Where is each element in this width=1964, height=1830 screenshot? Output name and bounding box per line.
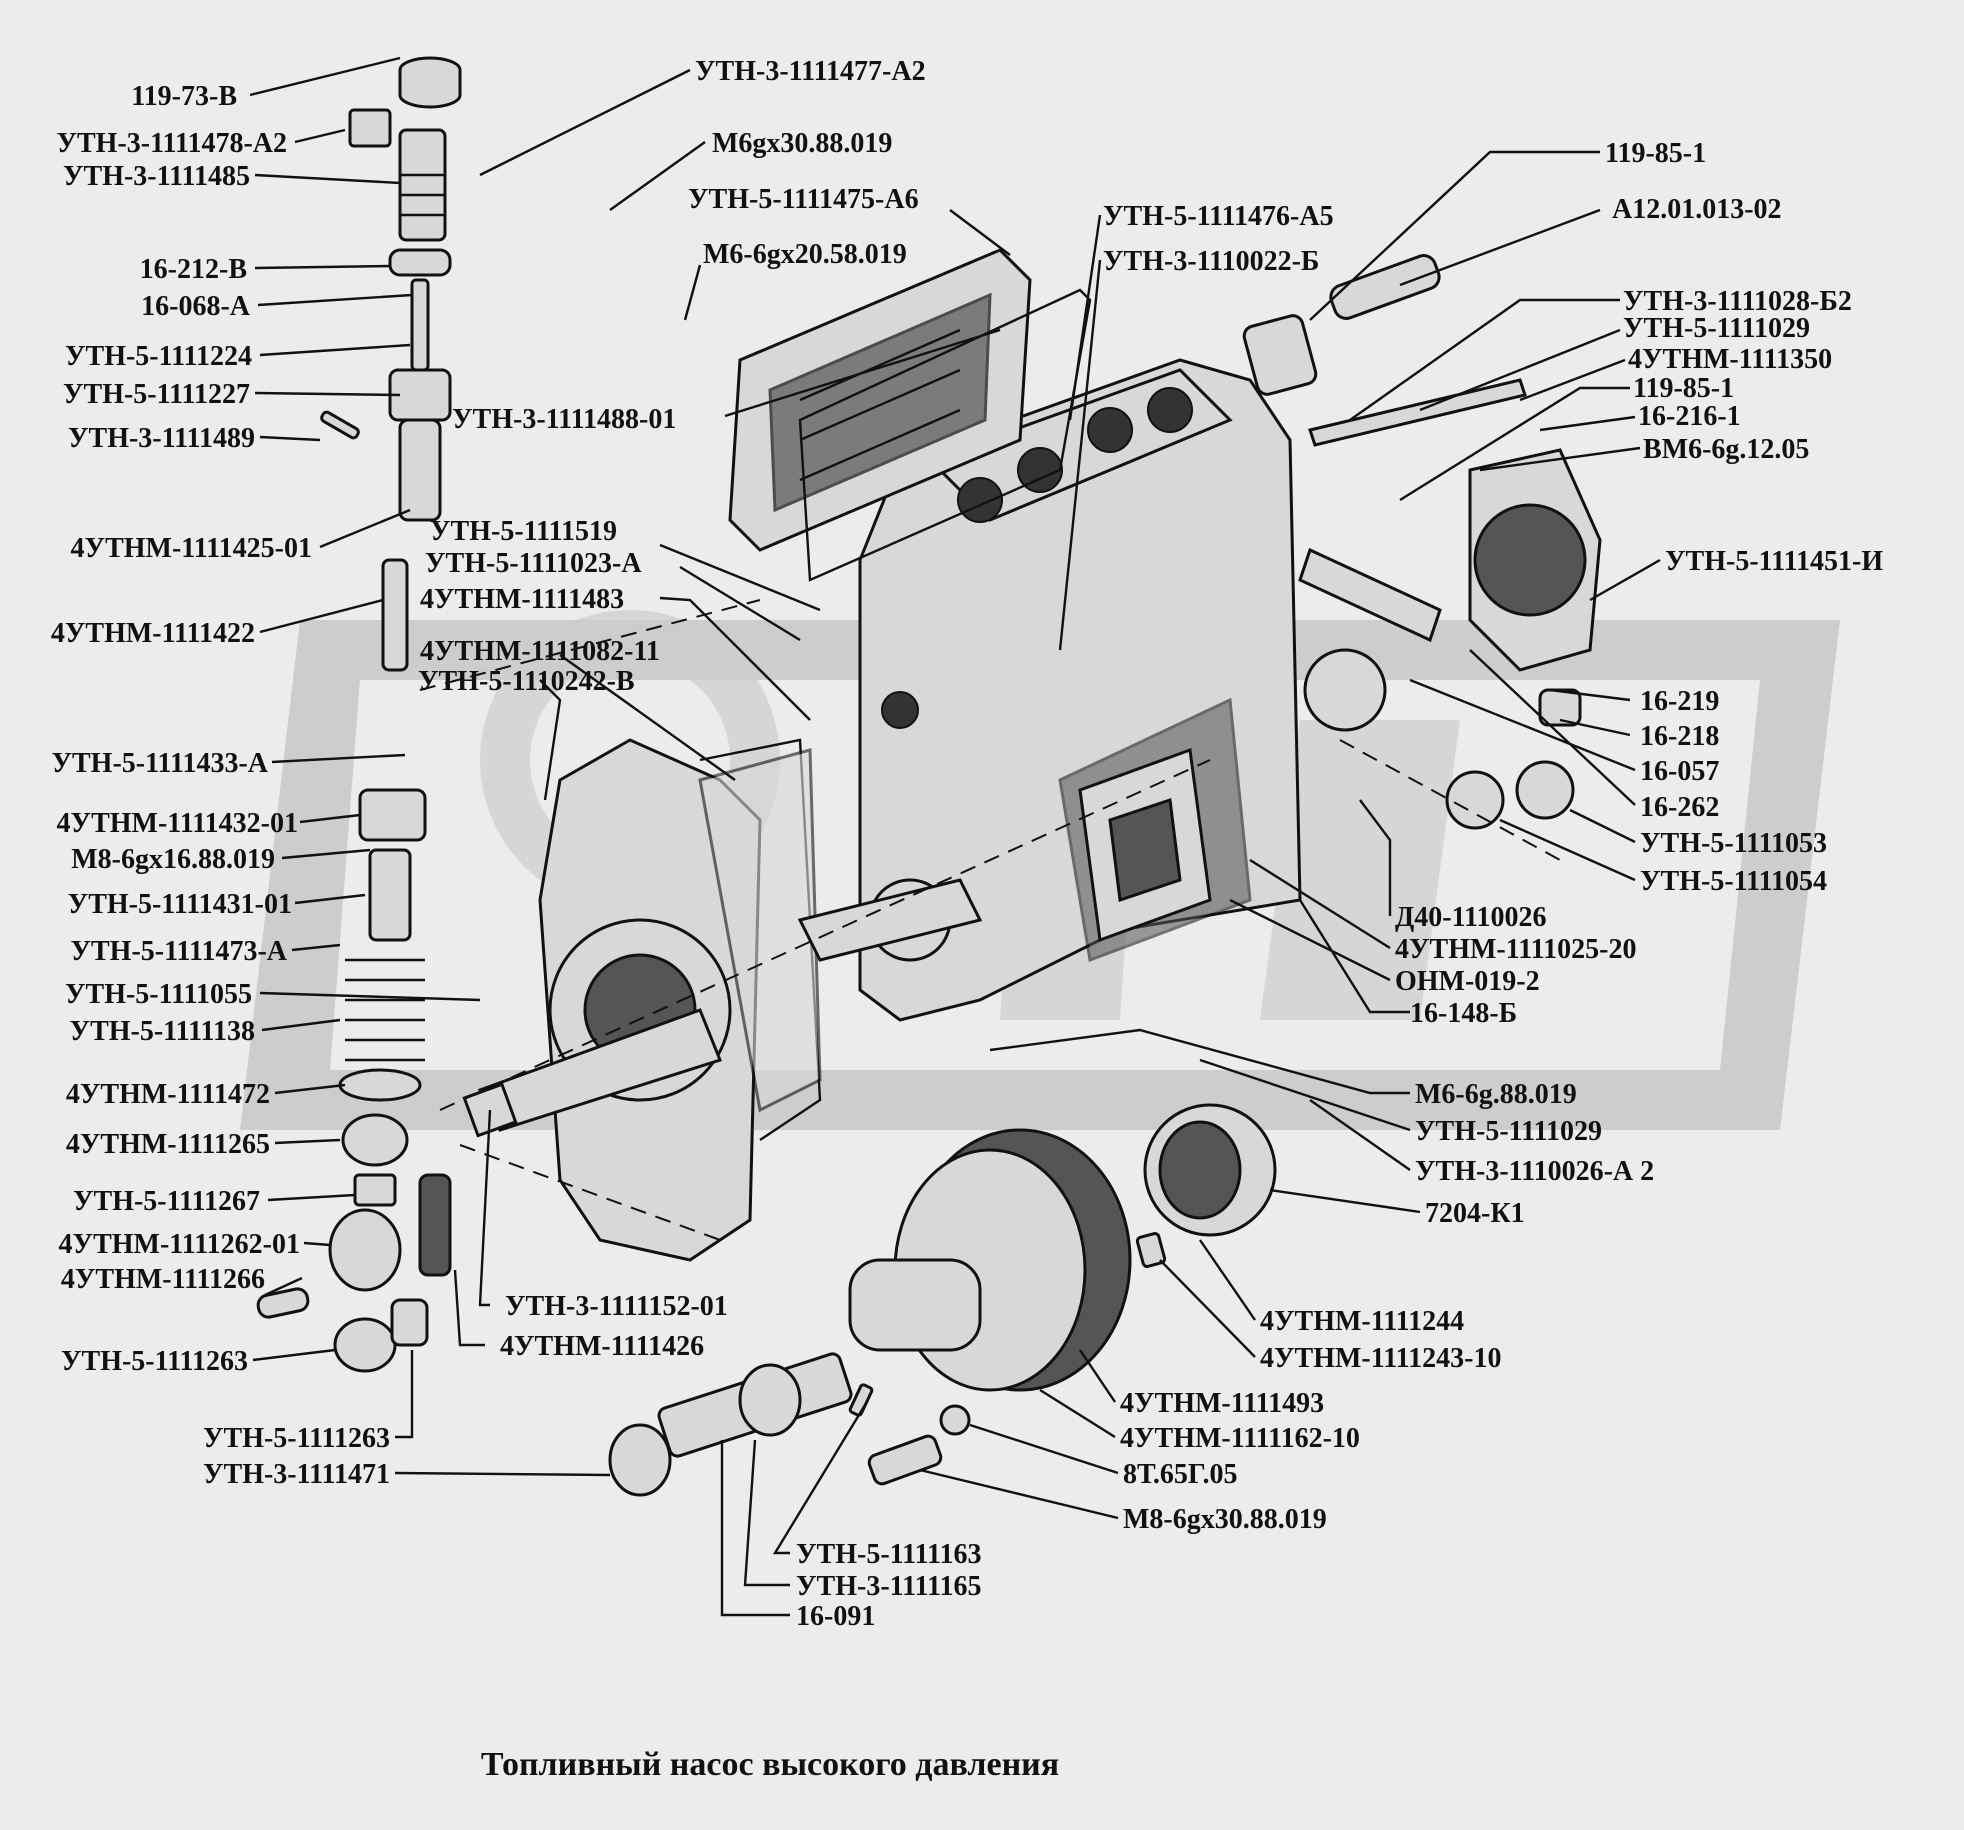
leader-lines [249,56,1661,1617]
part-label: УТН-5-1111055 [65,979,252,1010]
part-label: 4УТНМ-1111266 [61,1264,265,1295]
part-label: 4УТНМ-1111262-01 [59,1229,300,1260]
part-label: УТН-5-1111163 [796,1539,981,1570]
part-label: УТН-3-1111488-01 [452,404,676,435]
part-label: УТН-5-1111451-И [1665,546,1883,577]
part-label: 4УТНМ-1111425-01 [71,533,312,564]
part-label: М6-6gх20.58.019 [703,239,907,270]
part-label: УТН-5-1111263 [203,1423,390,1454]
drive-assembly [608,1103,1277,1497]
part-label: УТН-5-1111224 [65,341,252,372]
part-label: УТН-3-1111478-А2 [56,128,287,159]
part-label: УТН-5-1111054 [1640,866,1827,897]
part-label: УТН-5-1110242-В [418,666,635,697]
part-label: 16-212-В [140,254,247,285]
part-label: 119-85-1 [1605,138,1706,169]
part-label: 16-148-Б [1410,998,1517,1029]
part-label: 119-85-1 [1633,373,1734,404]
part-label: М8-6gх16.88.019 [71,844,275,875]
part-label: УТН-5-1111023-А [425,548,642,579]
part-label: 4УТНМ-1111426 [500,1331,704,1362]
camshaft [462,878,983,1138]
part-label: УТН-5-1111473-А [70,936,287,967]
part-label: УТН-5-1111053 [1640,828,1827,859]
part-label: 4УТНМ-1111265 [66,1129,270,1160]
part-label: 4УТНМ-1111493 [1120,1388,1324,1419]
part-label: УТН-5-1111029 [1415,1116,1602,1147]
part-label: М6-6g.88.019 [1415,1079,1577,1110]
part-label: 8Т.65Г.05 [1123,1459,1238,1490]
part-label: УТН-5-1111029 [1623,313,1810,344]
part-label: 4УТНМ-1111350 [1628,344,1832,375]
right-parts [1242,254,1602,830]
part-label: УТН-5-1111267 [73,1186,260,1217]
part-label: М6gх30.88.019 [712,128,892,159]
part-label: УТН-3-1111489 [68,423,255,454]
part-label: 4УТНМ-1111162-10 [1120,1423,1360,1454]
part-label: А12.01.013-02 [1612,194,1782,225]
part-label: 4УТНМ-1111025-20 [1395,934,1636,965]
part-label: 16-216-1 [1638,401,1741,432]
part-label: 16-218 [1640,721,1719,752]
part-label: 4УТНМ-1111422 [51,618,255,649]
part-label: УТН-5-1111476-А5 [1103,201,1334,232]
part-label: Д40-1110026 [1395,902,1547,933]
part-label: 4УТНМ-1111243-10 [1260,1343,1501,1374]
part-label: М8-6gх30.88.019 [1123,1504,1327,1535]
part-label: 7204-К1 [1425,1198,1525,1229]
part-label: 4УТНМ-1111432-01 [57,808,298,839]
part-label: УТН-5-1111519 [430,516,617,547]
part-label: 16-057 [1640,756,1719,787]
part-label: УТН-3-1111028-Б2 [1623,286,1852,317]
diagram-title: Топливный насос высокого давления [481,1746,1059,1783]
part-label: 16-262 [1640,792,1719,823]
part-label: УТН-5-1111263 [61,1346,248,1377]
part-label: 4УТНМ-1111082-11 [420,636,660,667]
plunger-stack [256,56,462,1373]
cover-plate [728,248,1032,552]
part-label: УТН-5-1111475-А6 [688,184,919,215]
part-label: УТН-3-1111485 [63,161,250,192]
part-label: УТН-3-1111471 [203,1459,390,1490]
part-label: УТН-5-1111227 [63,379,250,410]
part-label: 4УТНМ-1111472 [66,1079,270,1110]
part-label: 4УТНМ-1111483 [420,584,624,615]
part-label: УТН-3-1111152-01 [505,1291,728,1322]
part-label: УТН-5-1111138 [70,1016,255,1047]
part-label: УТН-3-1110022-Б [1103,246,1319,277]
part-label: 4УТНМ-1111244 [1260,1306,1464,1337]
pump-housing [858,358,1302,1022]
part-label: УТН-3-1111165 [796,1571,981,1602]
part-label: УТН-3-1111477-А2 [695,56,926,87]
part-label: УТН-5-1111433-А [51,748,268,779]
part-label: УТН-5-1111431-01 [68,889,292,920]
part-label: 16-091 [796,1601,875,1632]
part-label: 16-068-А [141,291,251,322]
part-label: УТН-3-1110026-А 2 [1415,1156,1654,1187]
part-label: 16-219 [1640,686,1719,717]
part-label: ОНМ-019-2 [1395,966,1540,997]
part-labels: 119-73-В УТН-3-1111478-А2 УТН-3-1111485 … [51,56,1883,1632]
part-label: 119-73-В [131,81,237,112]
part-label: ВМ6-6g.12.05 [1643,434,1809,465]
